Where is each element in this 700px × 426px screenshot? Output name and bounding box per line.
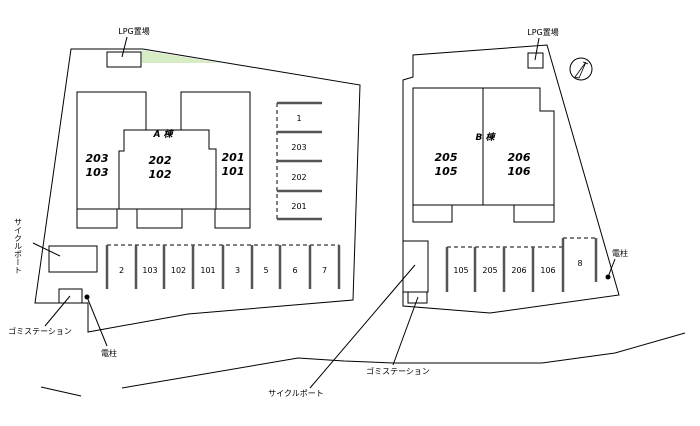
unit-label: 203 bbox=[86, 152, 109, 165]
cycle-port-b bbox=[402, 240, 429, 293]
road-edge bbox=[121, 332, 686, 389]
parking-space-label: 102 bbox=[171, 266, 186, 275]
parking-space-label: 105 bbox=[453, 266, 468, 275]
unit-label: 201 bbox=[222, 151, 245, 164]
leader-line bbox=[32, 242, 61, 257]
leader-line bbox=[534, 37, 540, 61]
balcony bbox=[136, 208, 183, 229]
building-a: A 棟 203 103 202 102 201 101 bbox=[76, 91, 251, 229]
pole-label-b: 電柱 bbox=[612, 248, 628, 258]
parking-space-label: 1 bbox=[296, 114, 301, 123]
building-b-name: B 棟 bbox=[476, 132, 497, 143]
balcony bbox=[412, 204, 453, 223]
lpg-label-a: LPG置場 bbox=[118, 26, 149, 36]
leader-line bbox=[607, 258, 616, 278]
building-a-name: A 棟 bbox=[152, 129, 174, 140]
parking-space-label: 203 bbox=[291, 143, 306, 152]
parking-space-label: 5 bbox=[263, 266, 268, 275]
unit-label: 205 bbox=[435, 151, 458, 164]
parking-space-label: 201 bbox=[291, 202, 306, 211]
parking-space-label: 202 bbox=[291, 173, 306, 182]
lot-a-boundary bbox=[34, 48, 361, 333]
balcony bbox=[76, 208, 118, 229]
balcony bbox=[513, 204, 555, 223]
parking-space-label: 2 bbox=[119, 266, 124, 275]
parking-space-label: 6 bbox=[292, 266, 297, 275]
parking-space-label: 103 bbox=[142, 266, 157, 275]
pole-label-a: 電柱 bbox=[101, 348, 117, 358]
unit-label: 102 bbox=[149, 168, 172, 181]
unit-label: 206 bbox=[508, 151, 531, 164]
unit-label: 202 bbox=[149, 154, 172, 167]
parking-space-label: 8 bbox=[577, 259, 582, 268]
parking-b-bottom: 105 205 206 106 8 bbox=[445, 237, 598, 292]
garbage-label-b: ゴミステーション bbox=[366, 366, 430, 376]
parking-a-side: 1 203 202 201 bbox=[276, 101, 322, 221]
garbage-label-a: ゴミステーション bbox=[8, 326, 72, 336]
parking-a-bottom: 2 103 102 101 3 5 6 7 bbox=[105, 244, 341, 289]
lpg-label-b: LPG置場 bbox=[527, 27, 558, 37]
building-b: B 棟 205 105 206 106 bbox=[412, 87, 555, 223]
lpg-storage-b bbox=[527, 52, 544, 69]
leader-line bbox=[86, 296, 108, 347]
lot-b-boundary bbox=[402, 44, 620, 314]
leader-line bbox=[309, 264, 416, 389]
leader-line bbox=[121, 36, 128, 58]
cycle-port-label-a: サイクルポート bbox=[14, 218, 23, 274]
green-area bbox=[142, 50, 220, 63]
parking-space-label: 101 bbox=[200, 266, 215, 275]
leader-line bbox=[44, 295, 71, 327]
lpg-storage-a bbox=[106, 51, 142, 68]
balcony bbox=[214, 208, 251, 229]
compass-icon bbox=[569, 57, 593, 81]
unit-label: 101 bbox=[222, 165, 245, 178]
cycle-port-label-b: サイクルポート bbox=[268, 389, 324, 398]
unit-label: 103 bbox=[86, 166, 109, 179]
unit-label: 106 bbox=[508, 165, 531, 178]
leader-line bbox=[392, 296, 419, 366]
parking-space-label: 206 bbox=[511, 266, 526, 275]
parking-space-label: 3 bbox=[235, 266, 240, 275]
unit-label: 105 bbox=[435, 165, 458, 178]
garbage-station-a bbox=[58, 288, 83, 304]
parking-space-label: 205 bbox=[482, 266, 497, 275]
parking-space-label: 7 bbox=[322, 266, 327, 275]
parking-space-label: 106 bbox=[540, 266, 555, 275]
road-edge bbox=[40, 386, 82, 397]
cycle-port-a bbox=[48, 245, 98, 273]
